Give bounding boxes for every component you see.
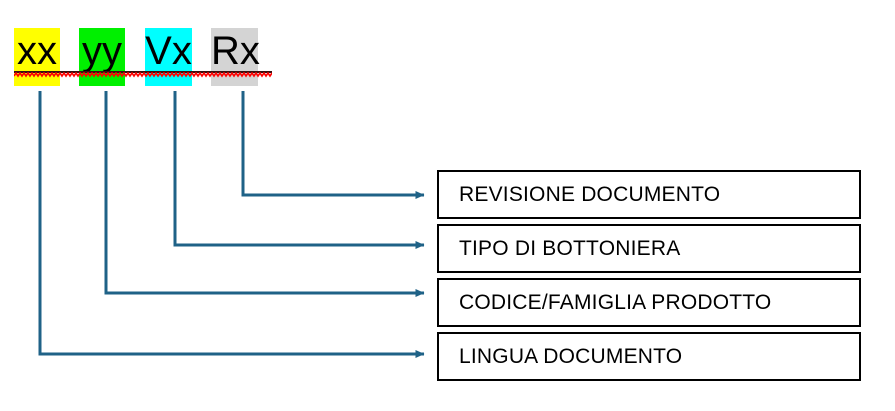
label-box-revisione-documento-text: REVISIONE DOCUMENTO [459,182,721,206]
label-box-tipo-di-bottoniera-text: TIPO DI BOTTONIERA [459,236,681,260]
label-box-codice-famiglia-prodotto[interactable]: CODICE/FAMIGLIA PRODOTTO [437,278,861,327]
code-token-vx-text: Vx [145,29,192,73]
connector-vx-to-tipo-di-bottoniera [173,91,425,249]
code-baseline [14,71,272,73]
code-token-yy-text: yy [82,29,122,73]
connector-yy-to-codice-famiglia-prodotto [104,91,425,297]
connector-rx-to-revisione-documento [241,91,425,199]
label-box-lingua-documento-text: LINGUA DOCUMENTO [459,344,683,368]
label-box-codice-famiglia-prodotto-text: CODICE/FAMIGLIA PRODOTTO [459,290,772,314]
spellcheck-squiggle-underline [14,72,272,78]
code-token-xx-text: xx [17,29,57,73]
code-token-vx[interactable]: Vx [145,28,192,86]
code-token-rx[interactable]: Rx [211,28,260,86]
label-box-tipo-di-bottoniera[interactable]: TIPO DI BOTTONIERA [437,224,861,273]
label-box-lingua-documento[interactable]: LINGUA DOCUMENTO [437,332,861,381]
connector-xx-to-lingua-documento [38,91,425,358]
label-box-revisione-documento[interactable]: REVISIONE DOCUMENTO [437,170,861,219]
code-token-rx-text: Rx [211,29,260,73]
